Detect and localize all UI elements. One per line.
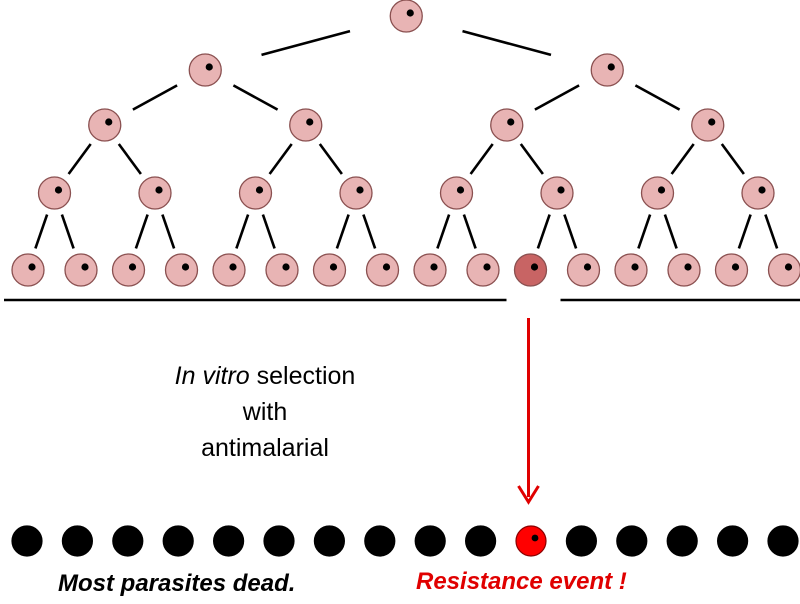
- parasite-cell: [212, 253, 246, 287]
- tree-branch: [60, 214, 75, 249]
- tree-branch: [469, 143, 494, 175]
- parasite-cell: [540, 176, 574, 210]
- tree-branch: [634, 84, 681, 111]
- parasite-cell: [667, 253, 701, 287]
- tree-branch: [663, 214, 678, 249]
- tree-branch: [362, 214, 377, 249]
- tree-branch: [519, 143, 544, 175]
- parasite-cell: [741, 176, 775, 210]
- tree-branch: [67, 143, 92, 175]
- parasite-cell: [466, 253, 500, 287]
- parasite-cell: [640, 176, 675, 210]
- tree-branch: [637, 214, 652, 249]
- parasite-cell: [439, 176, 474, 210]
- parasite-cell: [339, 176, 373, 210]
- parasite-cell: [590, 53, 624, 87]
- parasite-cell: [37, 176, 72, 210]
- parasite-cell: [365, 253, 400, 287]
- parasite-cell: [64, 253, 98, 287]
- tree-branch: [117, 143, 142, 175]
- parasite-cell: [312, 253, 347, 287]
- dead-parasite: [767, 525, 799, 557]
- tree-branch: [563, 214, 578, 249]
- antimalarial-text: antimalarial: [201, 434, 329, 462]
- dead-parasite: [11, 525, 43, 557]
- tree-branch: [720, 143, 745, 175]
- parasite-cell: [111, 253, 146, 287]
- parasite-cell: [714, 253, 749, 287]
- tree-branch: [161, 214, 176, 249]
- parasite-cell: [11, 253, 45, 287]
- parasite-cell: [614, 253, 648, 287]
- most-parasites-dead-caption: Most parasites dead.: [58, 570, 296, 597]
- tree-branch: [235, 214, 250, 249]
- tree-branches: [34, 29, 779, 249]
- parasite-cell: [238, 176, 273, 210]
- tree-branch: [462, 214, 477, 249]
- parasite-cell: [164, 253, 199, 287]
- tree-branch: [737, 214, 752, 249]
- selection-label: In vitro selection with antimalarial: [140, 358, 390, 466]
- tree-branch: [132, 84, 178, 111]
- dead-parasite: [263, 525, 295, 557]
- arrow-head: [517, 485, 540, 505]
- outcome-row: [11, 525, 799, 557]
- parasite-cell: [413, 253, 447, 287]
- parasite-cell: [265, 253, 299, 287]
- with-text: with: [242, 398, 288, 426]
- dead-parasite: [213, 525, 245, 557]
- parasite-cell: [767, 253, 800, 287]
- tree-branch: [268, 143, 293, 175]
- tree-branch: [318, 143, 343, 175]
- dead-parasite: [666, 525, 698, 557]
- dead-parasite: [414, 525, 446, 557]
- dead-parasite: [162, 525, 194, 557]
- surviving-parasite: [515, 525, 547, 557]
- selection-arrow: [517, 318, 540, 505]
- parasite-cell: [138, 176, 172, 210]
- tree-branch: [764, 214, 779, 249]
- dead-parasite: [61, 525, 94, 557]
- parasite-cell: [566, 253, 601, 287]
- tree-branch: [34, 214, 49, 249]
- resistance-event-caption: Resistance event !: [416, 568, 627, 595]
- dead-parasite: [112, 525, 144, 557]
- dead-parasite: [465, 525, 497, 557]
- dead-parasite: [716, 525, 749, 557]
- tree-branch: [261, 214, 276, 249]
- parasite-cell: [188, 53, 222, 87]
- parasite-cell: [691, 108, 725, 142]
- dead-parasite: [313, 525, 345, 557]
- dead-parasite: [364, 525, 396, 557]
- tree-branch: [462, 29, 552, 57]
- parasite-cell: [289, 108, 323, 142]
- tree-branch: [436, 214, 451, 249]
- tree-branch: [536, 214, 551, 249]
- tree-branch: [232, 84, 279, 111]
- in-vitro-text: In vitro: [174, 362, 250, 390]
- dead-parasite: [616, 525, 648, 557]
- tree-branch: [261, 29, 351, 57]
- tree-branch: [134, 214, 149, 249]
- parasite-cell: [88, 108, 122, 142]
- parasite-tree: [11, 0, 800, 287]
- parasite-cell: [389, 0, 423, 33]
- mutant-parasite-cell: [513, 253, 548, 287]
- tree-branch: [670, 143, 695, 175]
- tree-branch: [335, 214, 350, 249]
- tree-branch: [534, 84, 580, 111]
- dead-parasite: [565, 525, 598, 557]
- parasite-cell: [490, 108, 524, 142]
- selection-text: selection: [249, 362, 356, 390]
